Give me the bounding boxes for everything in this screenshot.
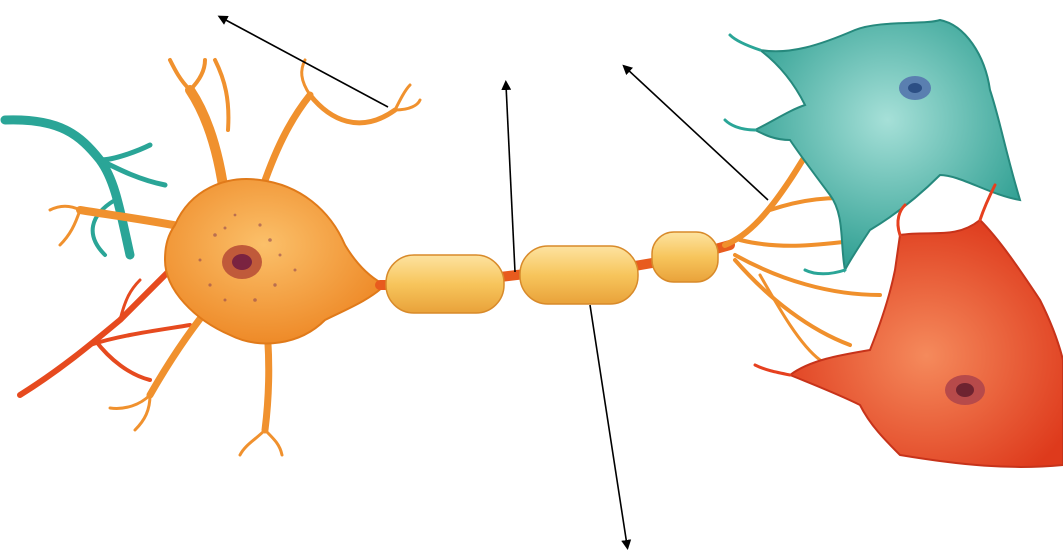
myelin-segment bbox=[386, 255, 504, 313]
incoming-teal-axon bbox=[5, 120, 165, 255]
red-neuron bbox=[755, 185, 1063, 467]
myelin-segment bbox=[520, 246, 638, 304]
node-pointer-arrow bbox=[506, 85, 515, 272]
myelin-pointer-arrow bbox=[590, 305, 627, 545]
dendrite-pointer-arrow bbox=[222, 18, 388, 107]
myelin-sheath bbox=[386, 232, 718, 313]
terminal-pointer-arrow bbox=[626, 68, 768, 200]
myelin-segment bbox=[652, 232, 718, 282]
